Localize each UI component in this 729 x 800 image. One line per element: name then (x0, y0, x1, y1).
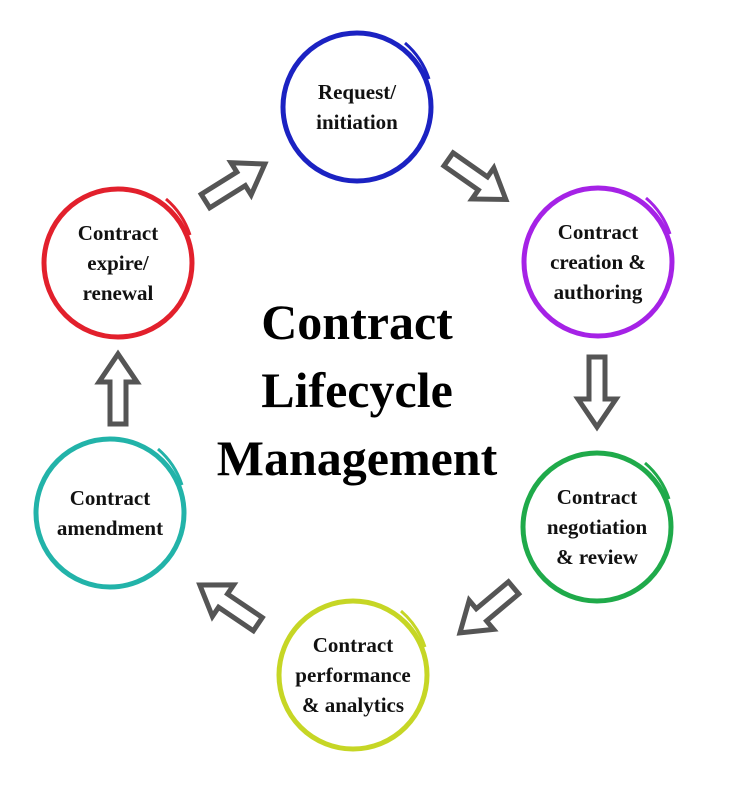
label-line: & review (556, 545, 638, 569)
contract-performance-brush-stroke (400, 609, 427, 648)
contract-performance-circle (276, 598, 430, 752)
label-line: creation & (550, 250, 646, 274)
contract-expire-renewal-circle (41, 186, 195, 340)
label-line: Contract (312, 633, 394, 657)
flow-arrow-icon (456, 578, 523, 636)
label-line: negotiation (546, 515, 648, 539)
contract-performance-label: Contract performance & analytics (278, 630, 428, 720)
contract-expire-renewal-label: Contract expire/renewal (43, 218, 193, 308)
flow-arrow-icon (197, 160, 269, 212)
label-line: renewal (82, 281, 154, 305)
label-line: & analytics (301, 693, 405, 717)
contract-creation-label: Contract creation & authoring (523, 217, 673, 307)
diagram-title: Contract Lifecycle Management (217, 288, 498, 492)
request-initiation-label: Request/initiation (282, 77, 432, 137)
label-line: performance (295, 663, 411, 687)
label-line: Contract (557, 220, 639, 244)
label-line: Contract (69, 486, 151, 510)
title-line: Contract (261, 294, 453, 350)
contract-negotiation-circle (520, 450, 674, 604)
flow-arrow-icon (196, 582, 266, 635)
flow-arrow-icon (573, 354, 621, 432)
contract-creation-brush-stroke (645, 196, 672, 235)
label-line: expire/ (87, 251, 149, 275)
contract-amendment-brush-stroke (157, 447, 184, 486)
label-line: Contract (77, 221, 159, 245)
flow-arrow-icon (94, 349, 142, 427)
request-initiation-brush-stroke (404, 41, 431, 80)
label-line: Contract (556, 485, 638, 509)
contract-creation-circle (521, 185, 675, 339)
title-line: Lifecycle (261, 362, 453, 418)
label-line: amendment (56, 516, 164, 540)
label-line: Request/ (317, 80, 397, 104)
contract-expire-renewal-brush-stroke (165, 197, 192, 236)
request-initiation-circle (280, 30, 434, 184)
label-line: initiation (316, 110, 398, 134)
contract-negotiation-label: Contract negotiation & review (522, 482, 672, 572)
contract-amendment-label: Contract amendment (35, 483, 185, 543)
contract-negotiation-brush-stroke (644, 461, 671, 500)
title-line: Management (216, 430, 498, 486)
label-line: authoring (553, 280, 643, 304)
flow-arrow-icon (440, 149, 510, 203)
contract-amendment-circle (33, 436, 187, 590)
